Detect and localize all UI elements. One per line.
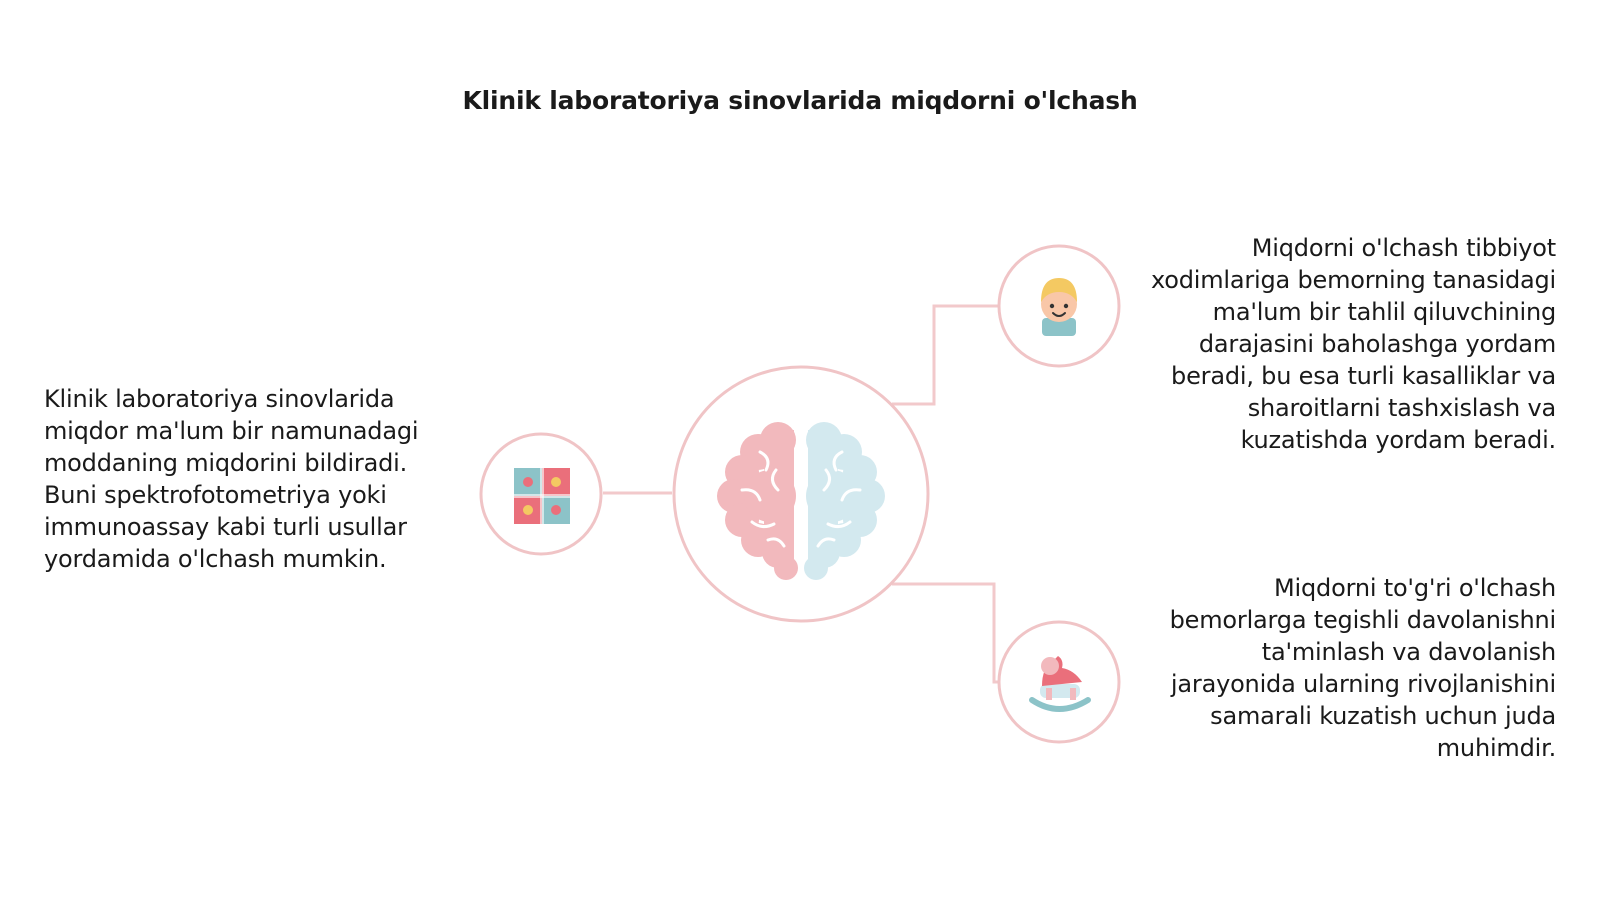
node-bottom-right: [997, 620, 1121, 744]
node-top-right-text: Miqdorni o'lchash tibbiyot xodimlariga b…: [1150, 234, 1556, 454]
node-left-text: Klinik laboratoriya sinovlarida miqdor m…: [44, 385, 419, 573]
node-bottom-right-text: Miqdorni to'g'ri o'lchash bemorlarga teg…: [1169, 574, 1557, 762]
connector-bottom-right: [892, 582, 1000, 684]
node-left: [479, 432, 603, 556]
center-node: [672, 365, 930, 623]
page-title: Klinik laboratoriya sinovlarida miqdorni…: [462, 86, 1138, 115]
connectors: [603, 304, 1000, 684]
node-top-right: [997, 244, 1121, 368]
child-face-icon: [1041, 278, 1077, 336]
rocking-horse-icon: [1029, 656, 1091, 712]
connector-top-right: [892, 304, 1000, 406]
puzzle-icon: [514, 468, 570, 524]
brain-icon: [717, 420, 885, 580]
